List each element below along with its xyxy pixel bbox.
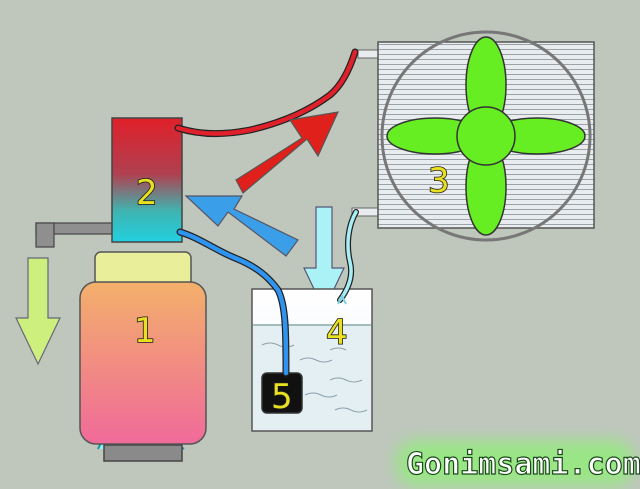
label-boiler: 1 <box>134 311 156 351</box>
label-radiator-fan: 3 <box>428 161 450 201</box>
boiler-neck <box>94 251 192 287</box>
watermark-text: Gonimsami.com <box>406 447 640 482</box>
radiator-fan <box>351 30 595 242</box>
boiler-body <box>79 281 207 445</box>
burner-plate <box>103 444 183 462</box>
radiator-pipe-top <box>357 49 381 59</box>
boiler <box>79 251 207 445</box>
output-arrow <box>15 257 61 366</box>
condenser-unit <box>111 117 183 243</box>
label-condenser-unit: 2 <box>136 173 158 213</box>
watermark: Gonimsami.com <box>396 440 640 486</box>
spout <box>35 222 117 248</box>
steam-arrow <box>235 111 340 194</box>
label-pump: 5 <box>271 377 293 417</box>
fan-ring <box>380 30 592 242</box>
coolant-arrow <box>184 195 299 257</box>
fan-blades <box>386 36 586 236</box>
pump <box>261 372 303 414</box>
label-water-tank: 4 <box>326 313 348 353</box>
